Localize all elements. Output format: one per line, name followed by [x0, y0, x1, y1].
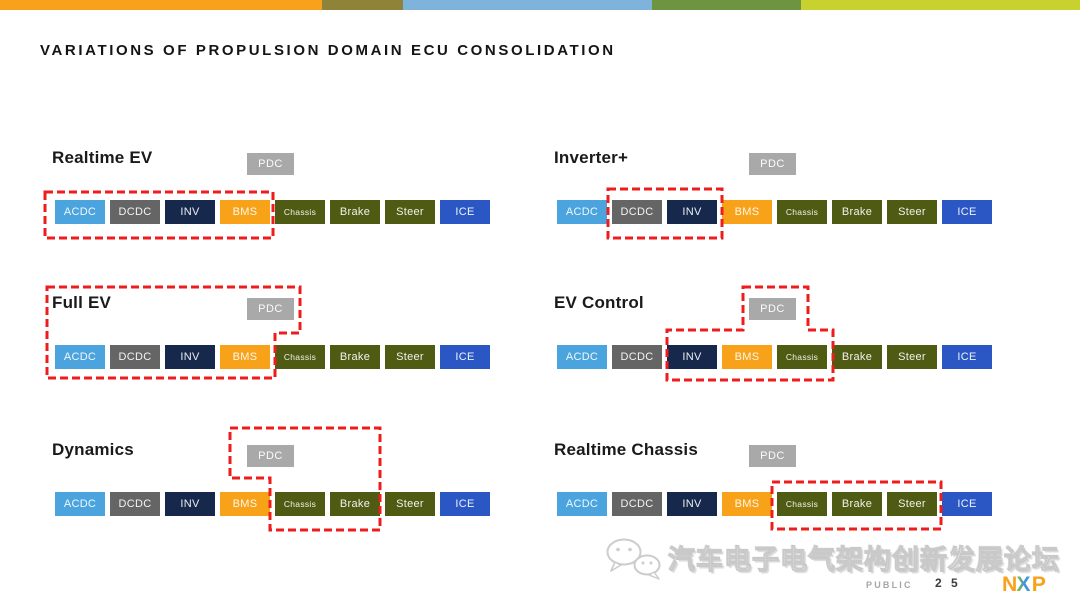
- ecu-chip-chassis: Chassis: [275, 492, 325, 516]
- ecu-chip-bms: BMS: [722, 345, 772, 369]
- ecu-chip-acdc: ACDC: [557, 345, 607, 369]
- wechat-icon: [606, 538, 661, 580]
- ecu-chip-acdc: ACDC: [557, 492, 607, 516]
- nxp-logo: N X P: [1002, 573, 1046, 596]
- ecu-chip-inv: INV: [667, 492, 717, 516]
- ecu-chip-steer: Steer: [385, 345, 435, 369]
- ecu-chip-acdc: ACDC: [557, 200, 607, 224]
- pdc-chip: PDC: [247, 153, 294, 175]
- pdc-chip: PDC: [749, 153, 796, 175]
- ecu-chip-ice: ICE: [942, 345, 992, 369]
- ecu-chip-dcdc: DCDC: [110, 492, 160, 516]
- ecu-chip-brake: Brake: [832, 200, 882, 224]
- panel-title: Realtime Chassis: [554, 440, 698, 459]
- ecu-chip-chassis: Chassis: [275, 200, 325, 224]
- pdc-chip: PDC: [749, 445, 796, 467]
- panel-title: EV Control: [554, 293, 644, 312]
- ecu-chip-dcdc: DCDC: [612, 492, 662, 516]
- ecu-chip-chassis: Chassis: [777, 345, 827, 369]
- panel-title: Inverter+: [554, 148, 629, 167]
- accent-segment-green: [652, 0, 801, 10]
- ecu-chip-dcdc: DCDC: [612, 345, 662, 369]
- accent-segment-olive: [322, 0, 403, 10]
- footer-page-number: 2 5: [935, 576, 961, 590]
- ecu-chip-acdc: ACDC: [55, 345, 105, 369]
- pdc-chip: PDC: [247, 445, 294, 467]
- pdc-chip: PDC: [749, 298, 796, 320]
- slide-title: VARIATIONS OF PROPULSION DOMAIN ECU CONS…: [40, 42, 616, 59]
- ecu-chip-inv: INV: [165, 345, 215, 369]
- ecu-chip-acdc: ACDC: [55, 492, 105, 516]
- ecu-chip-ice: ICE: [440, 492, 490, 516]
- ecu-chip-acdc: ACDC: [55, 200, 105, 224]
- ecu-chip-chassis: Chassis: [275, 345, 325, 369]
- ecu-chip-brake: Brake: [832, 492, 882, 516]
- top-accent-bar: [0, 0, 1080, 10]
- ecu-chip-brake: Brake: [330, 200, 380, 224]
- ecu-chip-bms: BMS: [722, 492, 772, 516]
- ecu-chip-ice: ICE: [942, 492, 992, 516]
- ecu-chip-steer: Steer: [385, 200, 435, 224]
- ecu-chip-ice: ICE: [942, 200, 992, 224]
- panel-title: Dynamics: [52, 440, 134, 459]
- ecu-chip-steer: Steer: [385, 492, 435, 516]
- ecu-chip-inv: INV: [165, 492, 215, 516]
- ecu-chip-brake: Brake: [832, 345, 882, 369]
- ecu-chip-ice: ICE: [440, 345, 490, 369]
- accent-segment-light-blue: [403, 0, 652, 10]
- ecu-chip-dcdc: DCDC: [110, 345, 160, 369]
- ecu-chip-bms: BMS: [722, 200, 772, 224]
- ecu-chip-steer: Steer: [887, 345, 937, 369]
- footer-classification: PUBLIC: [866, 580, 913, 590]
- accent-segment-lime: [801, 0, 1080, 10]
- panel-title: Realtime EV: [52, 148, 153, 167]
- ecu-chip-bms: BMS: [220, 200, 270, 224]
- svg-text:P: P: [1032, 573, 1046, 596]
- ecu-chip-steer: Steer: [887, 492, 937, 516]
- pdc-chip: PDC: [247, 298, 294, 320]
- panel-title: Full EV: [52, 293, 112, 312]
- ecu-chip-chassis: Chassis: [777, 200, 827, 224]
- ecu-chip-inv: INV: [667, 200, 717, 224]
- ecu-chip-inv: INV: [667, 345, 717, 369]
- svg-text:X: X: [1016, 573, 1030, 596]
- ecu-chip-steer: Steer: [887, 200, 937, 224]
- watermark-text: 汽车电子电气架构创新发展论坛: [668, 545, 1060, 576]
- ecu-chip-inv: INV: [165, 200, 215, 224]
- ecu-chip-bms: BMS: [220, 345, 270, 369]
- ecu-chip-bms: BMS: [220, 492, 270, 516]
- ecu-chip-dcdc: DCDC: [110, 200, 160, 224]
- ecu-chip-ice: ICE: [440, 200, 490, 224]
- ecu-chip-chassis: Chassis: [777, 492, 827, 516]
- accent-segment-orange: [0, 0, 322, 10]
- ecu-chip-brake: Brake: [330, 345, 380, 369]
- ecu-chip-brake: Brake: [330, 492, 380, 516]
- ecu-chip-dcdc: DCDC: [612, 200, 662, 224]
- svg-text:N: N: [1002, 573, 1017, 596]
- watermark: 汽车电子电气架构创新发展论坛: [604, 538, 1060, 580]
